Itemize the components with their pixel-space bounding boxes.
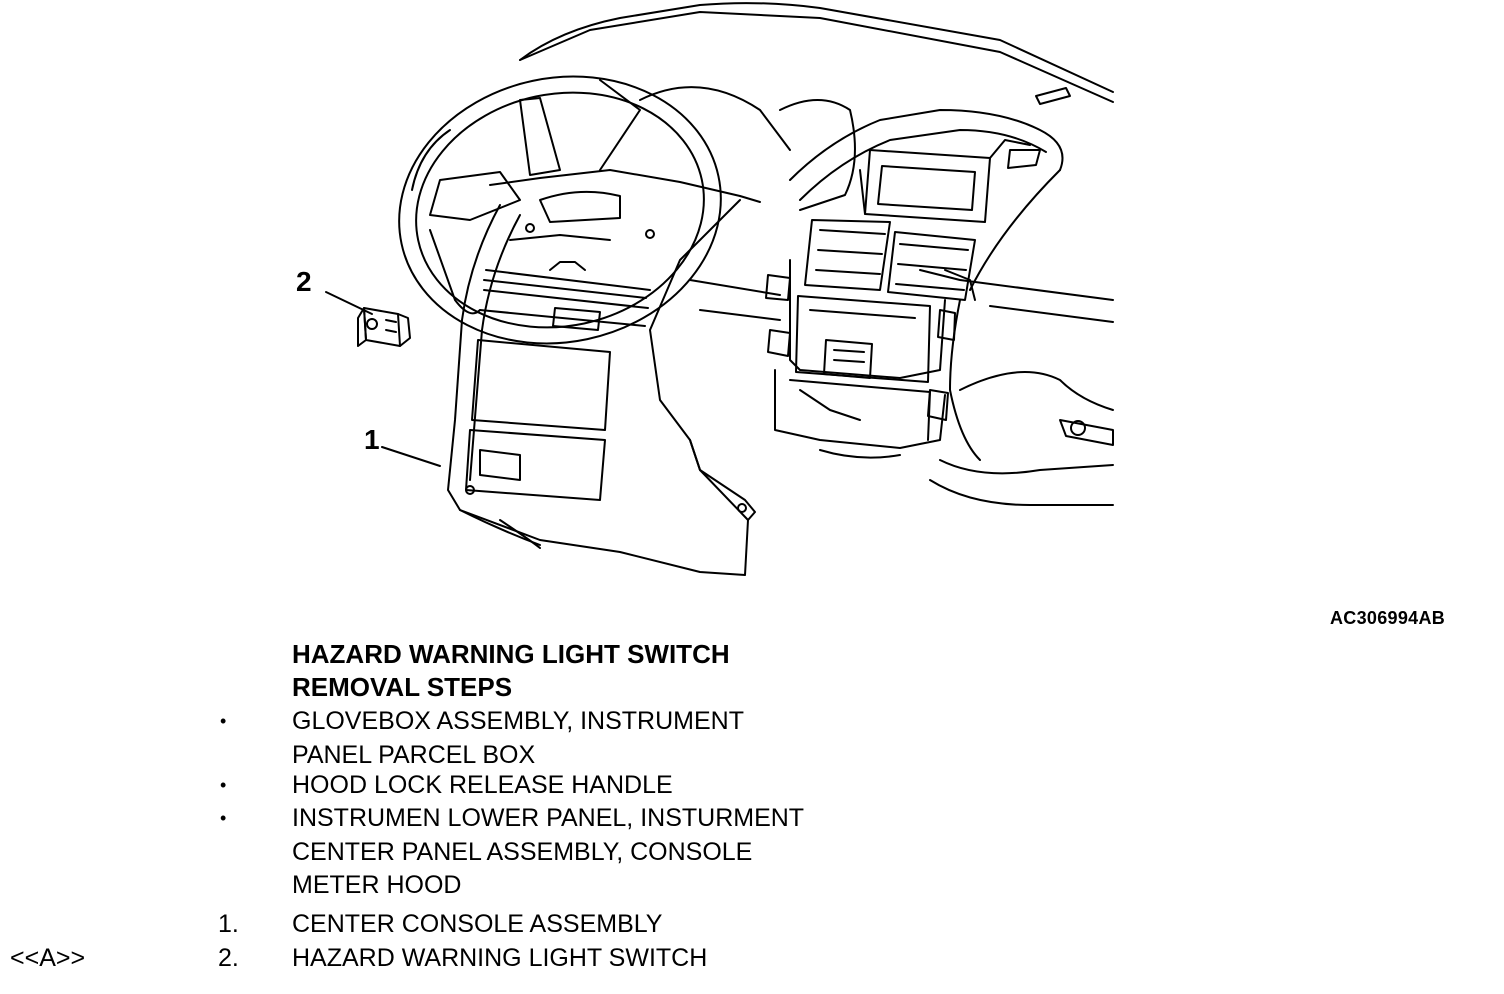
procedure-title: HAZARD WARNING LIGHT SWITCH (292, 639, 730, 669)
step-number: 1. (218, 910, 239, 938)
step-text: GLOVEBOX ASSEMBLY, INSTRUMENT (292, 707, 744, 735)
step-row: 1. CENTER CONSOLE ASSEMBLY (0, 907, 1504, 941)
steering-wheel (398, 75, 722, 345)
center-stack-frame (765, 109, 1064, 461)
step-bullet: • (220, 775, 227, 795)
hazard-switch (357, 307, 411, 347)
callout-number-1: 1 (364, 424, 380, 455)
step-text: PANEL PARCEL BOX (292, 741, 536, 769)
step-reference-mark: <<A>> (10, 944, 86, 972)
step-number: 2. (218, 944, 239, 972)
step-row-continuation: METER HOOD (0, 868, 1504, 902)
figure-code: AC306994AB (1330, 608, 1446, 628)
step-text: METER HOOD (292, 871, 462, 899)
step-row: <<A>> 2. HAZARD WARNING LIGHT SWITCH (0, 941, 1504, 975)
step-row: • HOOD LOCK RELEASE HANDLE (0, 768, 1504, 802)
step-row: • GLOVEBOX ASSEMBLY, INSTRUMENT (0, 704, 1504, 738)
step-row-continuation: PANEL PARCEL BOX (0, 738, 1504, 772)
step-row: • INSTRUMEN LOWER PANEL, INSTURMENT (0, 801, 1504, 835)
center-panel-bezel (447, 169, 761, 576)
step-bullet: • (220, 711, 227, 731)
callout-number-2: 2 (296, 266, 312, 297)
leader-line-2 (325, 291, 373, 315)
step-row-continuation: CENTER PANEL ASSEMBLY, CONSOLE (0, 835, 1504, 869)
procedure-subtitle: REMOVAL STEPS (292, 672, 513, 702)
step-text: CENTER PANEL ASSEMBLY, CONSOLE (292, 838, 753, 866)
dashboard-illustration (325, 2, 1114, 576)
step-text: CENTER CONSOLE ASSEMBLY (292, 910, 663, 938)
step-text: INSTRUMEN LOWER PANEL, INSTURMENT (292, 804, 805, 832)
step-bullet: • (220, 808, 227, 828)
step-text: HAZARD WARNING LIGHT SWITCH (292, 944, 708, 972)
step-text: HOOD LOCK RELEASE HANDLE (292, 771, 673, 799)
leader-line-1 (381, 446, 441, 467)
dashboard-outline (519, 2, 1114, 506)
